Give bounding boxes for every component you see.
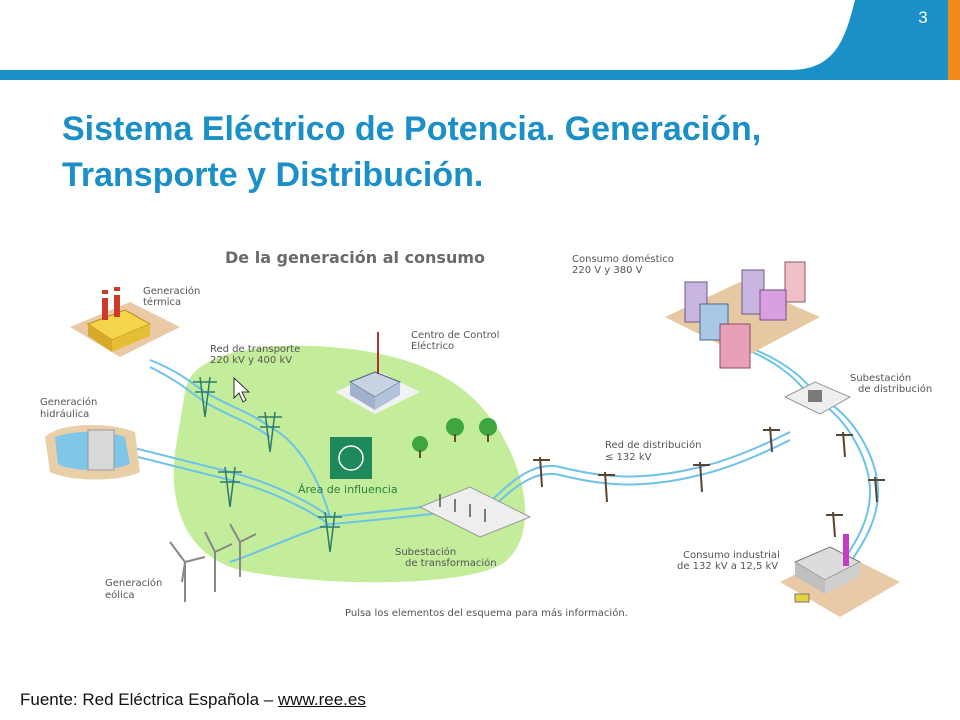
label-dist-substation-line1: Subestación: [850, 372, 911, 384]
cursor-pointer-icon: [233, 376, 251, 403]
label-hydro-line2: hidráulica: [40, 408, 89, 420]
label-transport-line1: Red de transporte: [210, 344, 300, 355]
label-influence-area: Área de influencia: [298, 483, 398, 496]
source-prefix: Fuente: Red Eléctrica Española –: [20, 690, 278, 709]
source-citation: Fuente: Red Eléctrica Española – www.ree…: [20, 690, 366, 710]
label-dist-network-line1: Red de distribución: [605, 439, 701, 451]
page-number: 3: [918, 8, 928, 27]
trees-illustration: [412, 418, 497, 458]
distribution-poles[interactable]: [533, 426, 885, 538]
header-blue-shape: [0, 0, 948, 80]
residential-buildings-illustration[interactable]: [665, 261, 820, 369]
label-hydro-line1: Generación: [40, 396, 97, 408]
slide-title: Sistema Eléctrico de Potencia. Generació…: [62, 106, 922, 198]
label-trans-substation-line1: Subestación: [395, 546, 456, 558]
label-thermal-line1: Generación: [143, 285, 200, 297]
label-industrial-line2: de 132 kV a 12,5 kV: [677, 561, 778, 572]
diagram-heading: De la generación al consumo: [225, 248, 485, 267]
header-orange-accent: [948, 0, 960, 80]
factory-illustration[interactable]: [780, 534, 900, 617]
distribution-substation-illustration[interactable]: [783, 381, 852, 415]
label-thermal-line2: térmica: [143, 296, 181, 308]
hydro-plant-illustration[interactable]: [45, 425, 140, 480]
source-link[interactable]: www.ree.es: [277, 690, 366, 709]
title-line-2: Transporte y Distribución.: [62, 156, 484, 194]
influence-area-icon[interactable]: [330, 437, 372, 479]
label-transport-line2: 220 kV y 400 kV: [210, 355, 292, 366]
label-dist-network-line2: ≤ 132 kV: [605, 452, 652, 463]
generation-to-consumption-diagram: De la generación al consumo Generación t…: [40, 248, 932, 619]
label-dist-substation-line2: de distribución: [858, 383, 932, 395]
label-domestic-line2: 220 V y 380 V: [572, 265, 643, 276]
label-control-line1: Centro de Control: [411, 330, 499, 341]
transformation-substation-illustration[interactable]: [418, 486, 532, 538]
wind-turbines-illustration[interactable]: [169, 523, 257, 602]
title-line-1: Sistema Eléctrico de Potencia. Generació…: [62, 110, 762, 148]
diagram-footer-hint: Pulsa los elementos del esquema para más…: [345, 607, 628, 619]
label-control-line2: Eléctrico: [411, 340, 454, 352]
label-domestic-line1: Consumo doméstico: [572, 253, 674, 265]
label-industrial-line1: Consumo industrial: [683, 550, 780, 561]
label-trans-substation-line2: de transformación: [405, 557, 497, 569]
control-center-illustration[interactable]: [335, 332, 420, 414]
label-wind-line1: Generación: [105, 577, 162, 589]
label-wind-line2: eólica: [105, 589, 134, 601]
transmission-towers[interactable]: [193, 376, 342, 553]
thermal-plant-illustration[interactable]: [70, 287, 180, 357]
header-band: [0, 0, 960, 80]
